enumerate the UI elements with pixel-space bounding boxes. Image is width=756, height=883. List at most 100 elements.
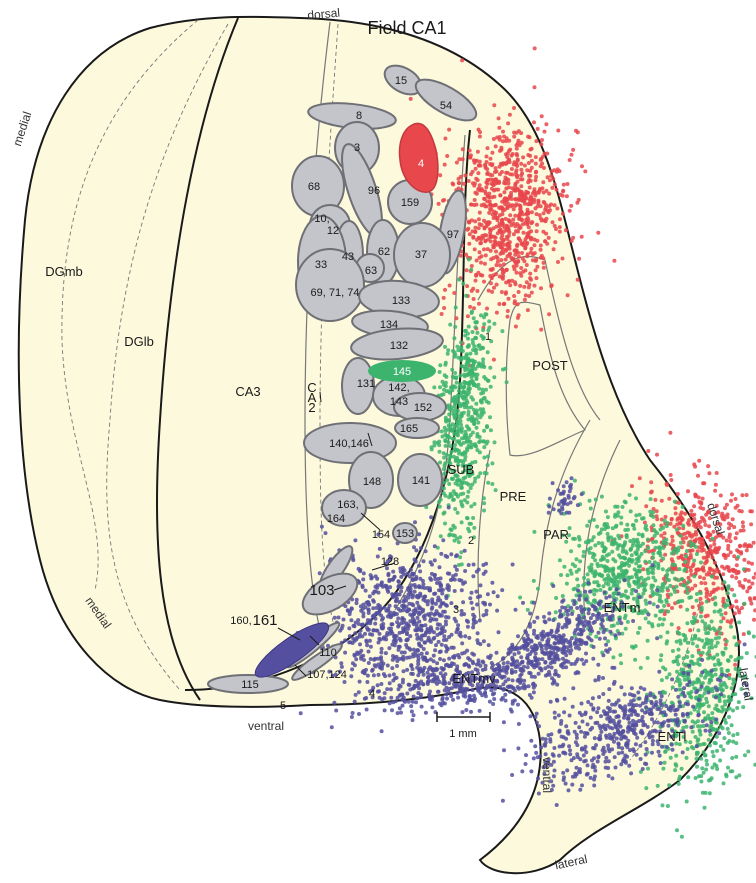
blue-dot — [554, 697, 559, 702]
blue-dot — [384, 633, 389, 638]
green-dot — [659, 653, 664, 658]
green-dot — [622, 616, 627, 621]
red-dot — [476, 171, 481, 176]
green-dot — [463, 395, 468, 400]
red-dot — [694, 522, 699, 527]
red-dot — [668, 473, 673, 477]
green-dot — [449, 450, 454, 454]
red-dot — [683, 511, 688, 516]
green-dot — [446, 403, 451, 408]
red-dot — [489, 257, 494, 262]
green-dot — [706, 656, 711, 661]
green-dot — [685, 549, 689, 553]
red-dot — [673, 511, 678, 516]
red-dot — [539, 156, 544, 161]
red-dot — [730, 604, 735, 609]
red-dot — [561, 182, 566, 187]
blue-dot — [391, 678, 396, 683]
blue-dot — [418, 695, 423, 700]
blue-dot — [573, 628, 578, 633]
blue-dot — [577, 646, 582, 651]
red-dot — [471, 297, 476, 301]
green-dot — [704, 767, 709, 772]
green-dot — [703, 753, 707, 758]
red-dot — [464, 252, 469, 257]
red-dot — [733, 662, 738, 667]
blue-dot — [570, 612, 574, 616]
red-dot — [721, 535, 726, 540]
red-dot — [514, 173, 519, 178]
green-dot — [474, 425, 479, 430]
green-dot — [634, 561, 639, 566]
red-dot — [500, 247, 505, 252]
red-dot — [528, 271, 533, 276]
red-dot — [724, 538, 729, 543]
red-dot — [464, 268, 469, 273]
green-dot — [683, 739, 688, 744]
red-dot — [527, 178, 532, 182]
blue-dot — [650, 742, 655, 747]
blue-dot — [453, 564, 458, 569]
green-dot — [475, 330, 480, 335]
red-dot — [476, 186, 481, 191]
blue-dot — [508, 646, 513, 651]
blue-dot — [634, 589, 639, 594]
red-dot — [508, 283, 513, 288]
green-dot — [628, 509, 633, 514]
red-dot — [511, 217, 516, 222]
blue-dot — [574, 735, 579, 740]
red-dot — [545, 151, 550, 156]
green-dot — [667, 672, 672, 677]
blue-dot — [371, 606, 376, 611]
blue-dot — [378, 606, 383, 611]
green-dot — [618, 653, 623, 657]
blue-dot — [407, 682, 412, 687]
red-dot — [489, 267, 494, 272]
blue-dot — [354, 597, 359, 602]
red-dot — [512, 294, 517, 298]
green-dot — [443, 443, 448, 448]
blue-dot — [431, 653, 436, 658]
blue-dot — [454, 554, 458, 559]
blue-dot — [388, 615, 393, 620]
green-dot — [731, 708, 735, 713]
red-dot — [556, 260, 560, 264]
red-dot — [506, 233, 511, 238]
red-dot — [539, 114, 544, 119]
blue-dot — [451, 574, 456, 579]
red-dot — [538, 247, 543, 252]
green-dot — [453, 507, 458, 511]
blue-dot — [554, 803, 559, 807]
green-dot — [636, 630, 641, 635]
green-dot — [454, 399, 459, 403]
blue-dot — [582, 615, 587, 620]
green-dot — [691, 621, 695, 626]
red-dot — [707, 471, 712, 476]
green-dot — [700, 638, 705, 643]
green-dot — [690, 641, 695, 646]
blue-dot — [576, 632, 581, 637]
red-dot — [465, 284, 470, 289]
blue-dot — [495, 608, 500, 613]
red-dot — [513, 213, 518, 218]
red-dot — [751, 540, 756, 545]
blue-dot — [575, 617, 580, 622]
green-dot — [623, 589, 628, 594]
green-dot — [443, 362, 448, 367]
green-dot — [455, 420, 460, 424]
blue-dot — [521, 682, 526, 687]
green-dot — [456, 462, 461, 467]
blue-dot — [566, 640, 571, 645]
red-dot — [546, 210, 551, 215]
green-dot — [456, 348, 461, 353]
green-dot — [736, 555, 741, 559]
red-dot — [532, 120, 536, 125]
green-dot — [686, 775, 691, 780]
red-dot — [544, 216, 549, 221]
red-dot — [526, 285, 531, 290]
blue-dot — [585, 722, 590, 727]
blue-dot — [434, 643, 438, 648]
green-dot — [647, 560, 652, 564]
red-dot — [526, 153, 531, 157]
green-dot — [576, 535, 581, 539]
